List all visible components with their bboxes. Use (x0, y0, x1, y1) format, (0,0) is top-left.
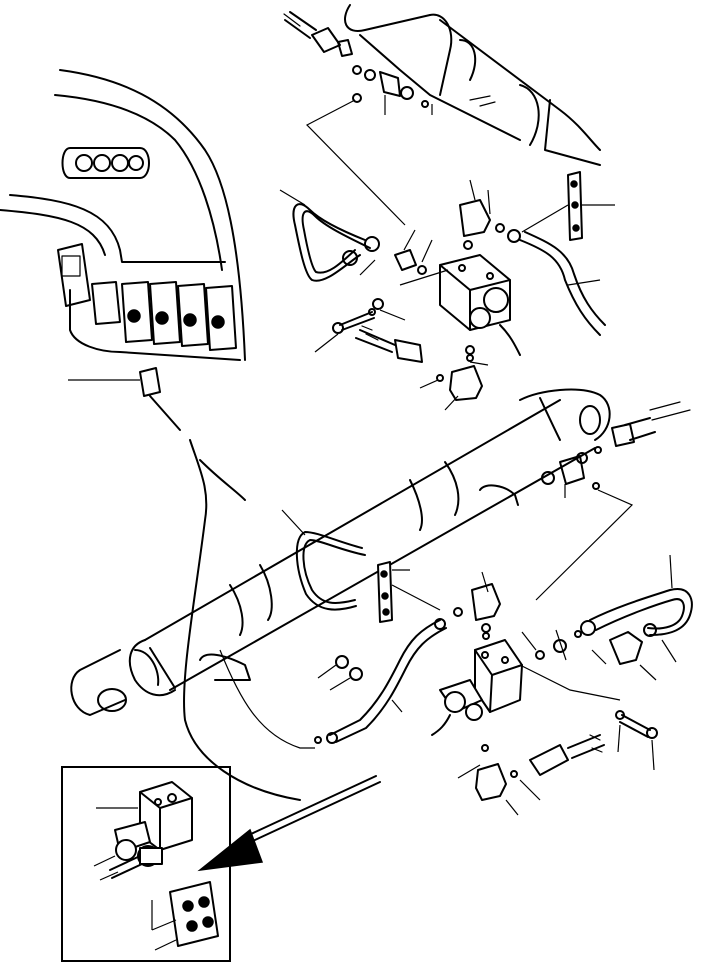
switch-panel (57, 243, 241, 361)
lower-loop-pipe (519, 554, 693, 701)
wire-harness (68, 367, 301, 801)
lower-rigid-pipe (219, 618, 447, 749)
arrow-left-icon (197, 775, 381, 872)
lower-valve-block (431, 571, 605, 816)
upper-u-pipe (279, 189, 380, 282)
upper-valve-block (359, 179, 521, 356)
cab-console (0, 69, 246, 361)
upper-bolts (314, 298, 406, 353)
lower-cylinder (70, 388, 611, 716)
lower-nuts (317, 655, 363, 691)
indicator-lights (61, 147, 150, 179)
lower-u-pipe (281, 509, 366, 611)
upper-cylinder (283, 4, 601, 166)
lower-bracket (377, 561, 441, 623)
detail-valve (93, 781, 193, 881)
upper-tee-fittings (306, 65, 433, 226)
lower-tee-fittings (535, 401, 691, 601)
upper-return-hose (355, 325, 489, 411)
upper-bracket (519, 171, 615, 336)
detail-connector (151, 881, 219, 951)
detail-box (61, 766, 231, 962)
lower-bolt (615, 710, 658, 771)
